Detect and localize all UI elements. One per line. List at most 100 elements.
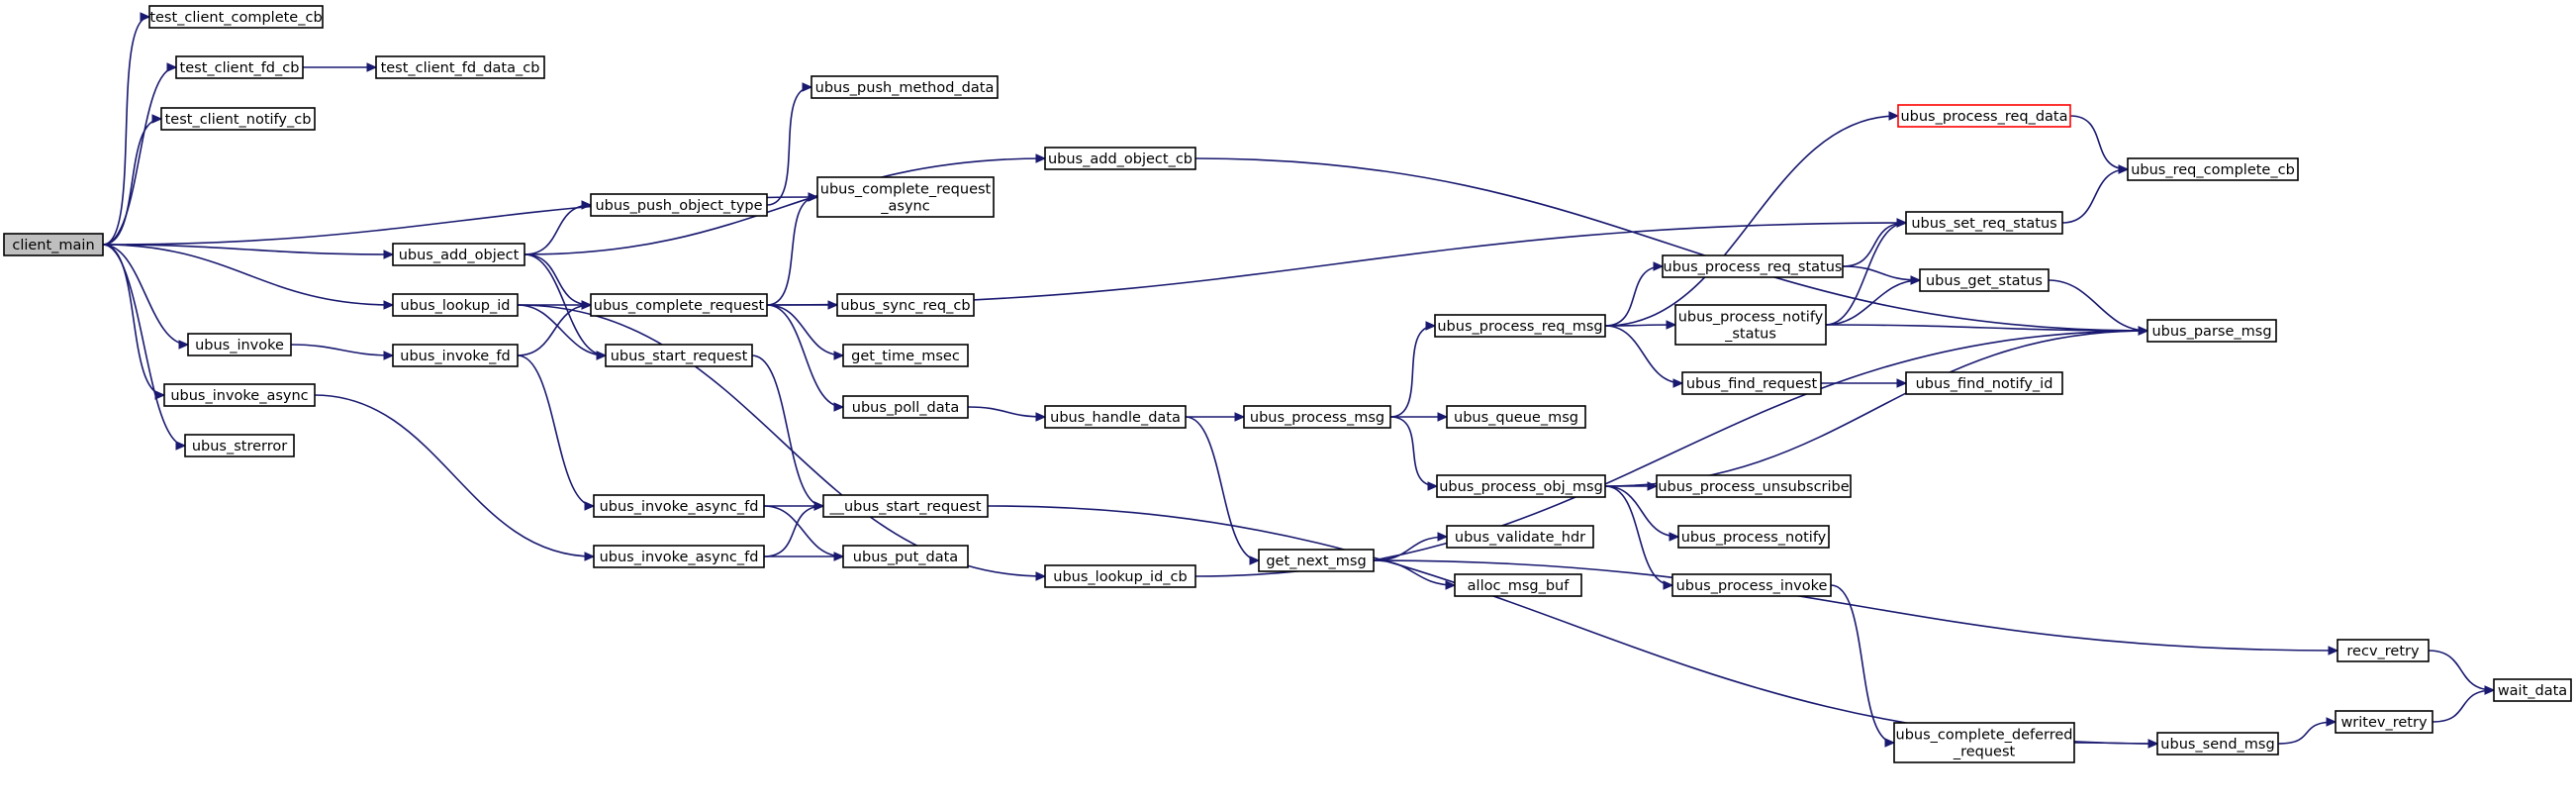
- edge-ubus-process-req-status-to-ubus-set-req-status: [1842, 222, 1907, 267]
- edge-ubus-lookup-id-to-ubus-start-request: [517, 304, 607, 356]
- node-ubus-process-req-msg[interactable]: ubus_process_req_msg: [1434, 314, 1606, 338]
- node-test-client-fd-cb[interactable]: test_client_fd_cb: [175, 55, 304, 79]
- edge-ubus-poll-data-to-ubus-handle-data: [967, 406, 1046, 418]
- node-ubus-find-request[interactable]: ubus_find_request: [1681, 371, 1822, 395]
- call-edges: [102, 12, 2496, 749]
- node-recv-retry[interactable]: recv_retry: [2337, 639, 2430, 662]
- arrowhead: [833, 552, 845, 561]
- node-ubus-poll-data[interactable]: ubus_poll_data: [842, 395, 969, 419]
- node-label: ubus_process_msg: [1250, 410, 1384, 426]
- node-label: ubus_add_object: [399, 248, 520, 263]
- node-ubus-process-invoke[interactable]: ubus_process_invoke: [1671, 573, 1832, 597]
- node-test-client-complete-cb[interactable]: test_client_complete_cb: [148, 5, 324, 29]
- node-ubus-start-request[interactable]: __ubus_start_request: [822, 494, 989, 518]
- edge-client-main-to-test-client-fd-cb: [102, 66, 177, 246]
- node-label: ubus_complete_deferred: [1896, 728, 2073, 744]
- node-label: _status: [1724, 327, 1776, 343]
- arrowhead: [802, 82, 813, 92]
- node-ubus-strerror[interactable]: ubus_strerror: [184, 434, 295, 457]
- node-get-next-msg[interactable]: get_next_msg: [1258, 549, 1375, 572]
- node-ubus-validate-hdr[interactable]: ubus_validate_hdr: [1446, 525, 1594, 549]
- node-ubus-put-data[interactable]: ubus_put_data: [842, 545, 969, 568]
- arrowhead: [1437, 532, 1449, 542]
- node-ubus-invoke-async[interactable]: ubus_invoke_async: [163, 383, 316, 407]
- arrowhead: [1896, 218, 1908, 228]
- node-label: wait_data: [2498, 683, 2567, 699]
- arrowhead: [584, 552, 596, 561]
- arrowhead: [1653, 261, 1665, 271]
- node-client-main[interactable]: client_main: [3, 233, 104, 256]
- edge-get-next-msg-to-alloc-msg-buf: [1373, 559, 1456, 586]
- node-label: ubus_process_invoke: [1676, 578, 1828, 594]
- node-ubus-find-notify-id[interactable]: ubus_find_notify_id: [1905, 371, 2063, 395]
- node-ubus-start-request[interactable]: ubus_start_request: [605, 344, 753, 367]
- node-ubus-push-object-type[interactable]: ubus_push_object_type: [590, 193, 768, 217]
- node-test-client-notify-cb[interactable]: test_client_notify_cb: [160, 107, 316, 131]
- node-ubus-req-complete-cb[interactable]: ubus_req_complete_cb: [2127, 157, 2299, 181]
- arrowhead: [1035, 571, 1047, 581]
- node-ubus-add-object-cb[interactable]: ubus_add_object_cb: [1044, 147, 1196, 170]
- edge-client-main-to-test-client-notify-cb: [102, 118, 162, 246]
- node-ubus-process-obj-msg[interactable]: ubus_process_obj_msg: [1436, 474, 1606, 498]
- node-ubus-parse-msg[interactable]: ubus_parse_msg: [2147, 319, 2277, 343]
- node-ubus-sync-req-cb[interactable]: ubus_sync_req_cb: [836, 293, 975, 317]
- node-ubus-invoke[interactable]: ubus_invoke: [187, 333, 292, 356]
- node-ubus-invoke-fd[interactable]: ubus_invoke_fd: [392, 344, 519, 367]
- node-writev-retry[interactable]: writev_retry: [2335, 710, 2433, 734]
- node-ubus-send-msg[interactable]: ubus_send_msg: [2156, 732, 2279, 756]
- node-ubus-process-msg[interactable]: ubus_process_msg: [1243, 405, 1391, 429]
- node-ubus-queue-msg[interactable]: ubus_queue_msg: [1446, 405, 1586, 429]
- node-box: [2337, 639, 2430, 662]
- node-ubus-lookup-id[interactable]: ubus_lookup_id: [392, 293, 519, 317]
- edge-ubus-complete-request-to-ubus-complete-request-async: [766, 196, 818, 306]
- node-label: test_client_fd_cb: [180, 60, 300, 76]
- arrowhead: [1445, 580, 1457, 590]
- arrowhead: [584, 501, 596, 511]
- node-box: [605, 344, 753, 367]
- node-box: [1893, 722, 2075, 763]
- node-ubus-invoke-async-fd-1[interactable]: ubus_invoke_async_fd: [593, 494, 765, 518]
- node-label: ubus_validate_hdr: [1455, 530, 1585, 546]
- node-ubus-process-unsubscribe[interactable]: ubus_process_unsubscribe: [1656, 474, 1852, 498]
- node-ubus-invoke-async-fd-2[interactable]: ubus_invoke_async_fd: [593, 545, 765, 568]
- node-alloc-msg-buf[interactable]: alloc_msg_buf: [1454, 573, 1582, 597]
- node-label: get_time_msec: [851, 349, 960, 364]
- node-ubus-process-req-status[interactable]: ubus_process_req_status: [1662, 254, 1844, 278]
- node-ubus-complete-request-async[interactable]: ubus_complete_request_async: [816, 176, 995, 218]
- arrowhead: [1884, 738, 1896, 748]
- arrowhead: [2484, 685, 2496, 695]
- node-box: [175, 55, 304, 79]
- arrowhead: [140, 12, 151, 22]
- node-label: ubus_put_data: [853, 550, 958, 565]
- node-wait-data[interactable]: wait_data: [2493, 678, 2572, 702]
- node-box: [1044, 564, 1196, 588]
- edge-ubus-process-req-data-to-ubus-req-complete-cb: [2069, 115, 2129, 170]
- node-box: [184, 434, 295, 457]
- node-box: [2493, 678, 2572, 702]
- node-box: [811, 75, 999, 99]
- node-ubus-push-method-data[interactable]: ubus_push_method_data: [811, 75, 999, 99]
- node-label: ubus_push_method_data: [815, 80, 995, 96]
- edge-ubus-invoke-fd-to-ubus-complete-request: [517, 304, 592, 356]
- arrowhead: [1249, 555, 1261, 565]
- node-ubus-set-req-status[interactable]: ubus_set_req_status: [1905, 211, 2063, 235]
- arrowhead: [1888, 111, 1900, 121]
- node-box: [1258, 549, 1375, 572]
- node-test-client-fd-data-cb[interactable]: test_client_fd_data_cb: [375, 55, 545, 79]
- node-ubus-process-req-data[interactable]: ubus_process_req_data: [1897, 104, 2071, 128]
- node-label: ubus_invoke: [195, 338, 284, 353]
- node-box: [1446, 525, 1594, 549]
- node-ubus-process-notify-status[interactable]: ubus_process_notify_status: [1674, 304, 1827, 346]
- node-ubus-add-object[interactable]: ubus_add_object: [392, 243, 525, 266]
- node-ubus-lookup-id-cb[interactable]: ubus_lookup_id_cb: [1044, 564, 1196, 588]
- node-ubus-process-notify[interactable]: ubus_process_notify: [1677, 525, 1830, 549]
- edge-ubus-complete-deferred-request-to-ubus-send-msg: [2073, 742, 2158, 745]
- arrowhead: [383, 351, 395, 360]
- node-ubus-get-status[interactable]: ubus_get_status: [1919, 268, 2050, 292]
- node-get-time-msec[interactable]: get_time_msec: [842, 344, 969, 367]
- node-ubus-complete-deferred-request[interactable]: ubus_complete_deferred_request: [1893, 722, 2075, 763]
- edge-client-main-to-ubus-invoke: [102, 244, 189, 346]
- arrowhead: [581, 300, 593, 310]
- node-ubus-handle-data[interactable]: ubus_handle_data: [1044, 405, 1187, 429]
- node-ubus-complete-request[interactable]: ubus_complete_request: [590, 293, 768, 317]
